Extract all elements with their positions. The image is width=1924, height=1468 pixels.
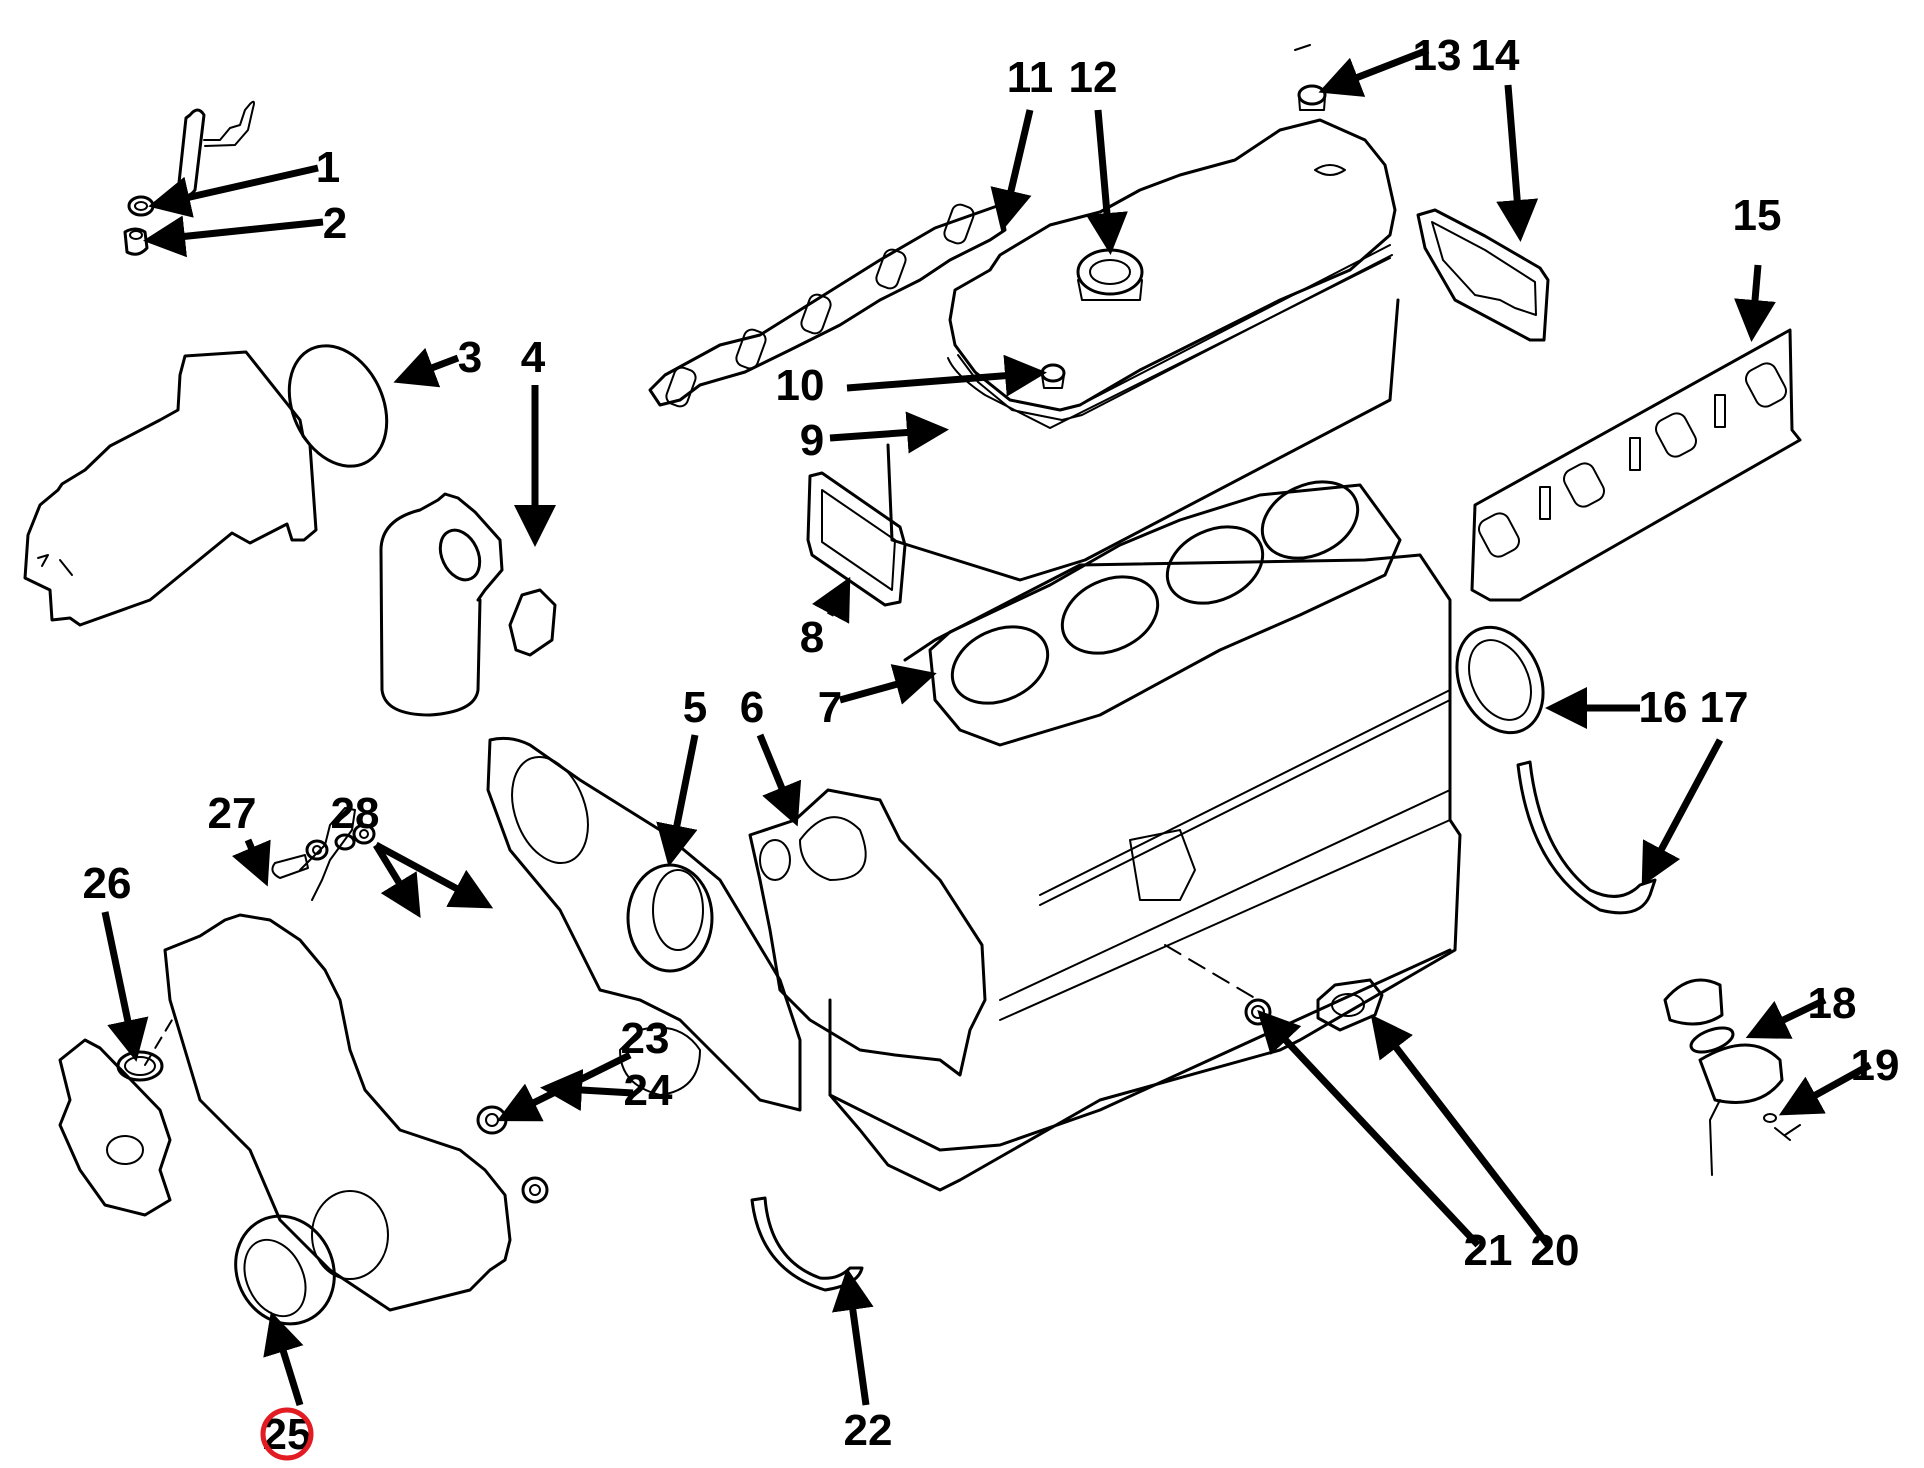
pump-o-ring [287,344,389,468]
rocker-cover-nut-seal [1297,84,1327,111]
callout-10: 10 [776,361,825,410]
callout-8: 8 [800,613,824,662]
timing-cover-gasket [163,913,512,1312]
leader-line-8 [812,576,851,624]
leader-line-19 [1778,1061,1872,1116]
leader-line-26 [101,911,149,1062]
leader-line-27 [231,838,271,887]
sediment-bowl-drawing [1663,978,1801,1176]
water-pump-drawing [58,1019,173,1217]
leader-line-21 [1257,1009,1481,1248]
leader-line-28 [373,843,421,918]
leader-line-5 [656,734,699,867]
injection-pump-drawing [23,350,318,627]
callout-16: 16 [1639,683,1688,732]
callout-18: 18 [1808,979,1857,1028]
leader-line-15 [1734,264,1776,342]
callout-leaders [101,46,1872,1407]
callout-27: 27 [208,789,257,838]
rear-main-seal-strip [1516,760,1657,915]
injector-washer [127,195,155,217]
timing-cover-washer-lower [521,1176,549,1204]
oil-pipe-flange-gasket [1316,978,1384,1032]
leader-line-7 [839,664,937,705]
rocker-cover-gasket [947,257,1391,429]
leader-line-22 [831,1268,874,1406]
front-main-seal-strip [750,1196,864,1292]
rear-crankshaft-seal [1455,625,1545,735]
thermostat-housing-gasket [806,471,907,607]
leader-line-18 [1745,996,1827,1039]
oil-filter-gasket [508,588,557,657]
callout-1: 1 [316,143,340,192]
callout-22: 22 [844,1406,893,1455]
leader-line-14 [1496,84,1539,242]
leader-line-17 [1641,738,1724,887]
callout-19: 19 [1851,1041,1900,1090]
intake-manifold-gasket [1470,328,1802,602]
leader-line-24 [540,1069,634,1111]
callout-11: 11 [1007,53,1054,102]
callout-12: 12 [1069,53,1118,102]
highlight-ring [260,1407,314,1461]
rocker-cover-bolt-seal [1040,363,1066,389]
leader-line-12 [1086,109,1128,255]
callout-13: 13 [1413,31,1462,80]
oil-filter-drawing [379,492,504,717]
callout-14: 14 [1471,31,1520,80]
oil-filler-cap-seal [1076,248,1144,301]
leader-line-3 [393,347,460,388]
leader-line-10 [846,354,1047,397]
callout-15: 15 [1733,191,1782,240]
leader-line-11 [990,109,1034,232]
bracket-washers [271,807,376,901]
leader-line-2 [143,215,324,258]
rocker-cover-drawing [886,44,1400,582]
callout-9: 9 [800,416,824,465]
callout-3: 3 [458,333,482,382]
callout-21: 21 [1464,1226,1513,1275]
leader-line-20 [1370,1014,1551,1248]
callout-23: 23 [621,1014,670,1063]
cylinder-head-gasket [928,480,1402,747]
leader-line-9 [829,411,949,454]
callout-5: 5 [683,683,707,732]
callout-24: 24 [624,1066,673,1115]
leader-line-6 [756,733,802,827]
callout-20: 20 [1531,1226,1580,1275]
timing-cover-seal [626,863,714,973]
callout-4: 4 [521,333,546,382]
leader-line-28 [374,841,494,909]
cylinder-block-drawing [828,553,1462,1192]
front-plate-gasket [748,788,987,1077]
exhaust-manifold-gasket [648,203,1007,408]
leader-line-13 [1318,46,1430,97]
callout-28: 28 [331,789,380,838]
leader-line-1 [148,164,319,218]
injector-nut-seal [123,227,149,256]
callout-26: 26 [83,859,132,908]
timing-cover-washer-upper [476,1105,508,1135]
callout-17: 17 [1700,683,1749,732]
side-cover-gasket [1416,208,1550,342]
assembly-center-line [1164,944,1259,1001]
leader-line-25 [263,1311,304,1407]
callout-2: 2 [323,199,347,248]
callout-7: 7 [818,683,842,732]
callout-6: 6 [740,683,764,732]
injector-drawing [176,100,255,197]
water-pump-o-ring [116,1050,164,1082]
